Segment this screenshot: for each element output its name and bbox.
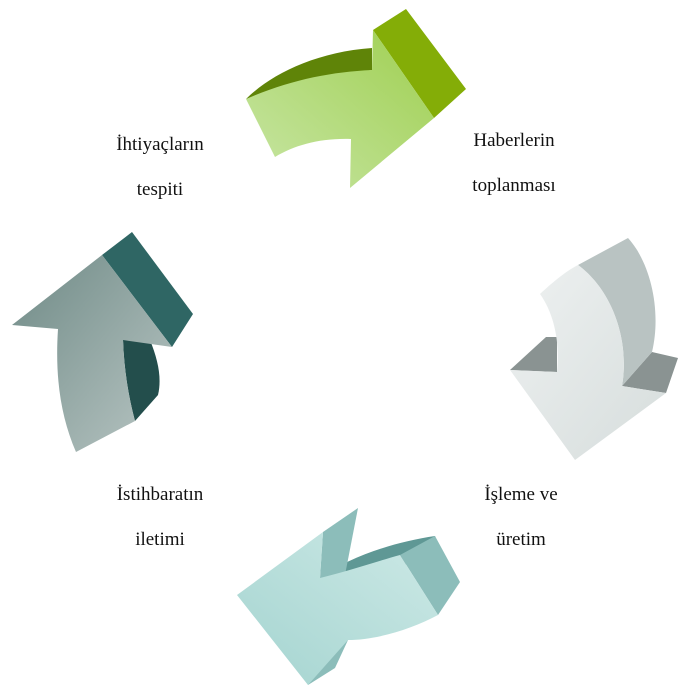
step-label-dissemination-line1: İstihbaratın (80, 472, 240, 517)
step-label-processing-line2: üretim (441, 517, 601, 562)
step-label-collection-line1: Haberlerin (434, 118, 594, 163)
step-label-dissemination: İstihbaratın iletimi (80, 472, 240, 562)
step-label-processing: İşleme ve üretim (441, 472, 601, 562)
step-label-needs-line1: İhtiyaçların (80, 122, 240, 167)
step-label-processing-line1: İşleme ve (441, 472, 601, 517)
arrow-4-darkteal (12, 232, 193, 452)
step-label-dissemination-line2: iletimi (80, 517, 240, 562)
step-label-needs: İhtiyaçların tespiti (80, 122, 240, 212)
step-label-needs-line2: tespiti (80, 167, 240, 212)
arrow-1-green (246, 9, 466, 188)
arrow-3-teal (237, 508, 460, 685)
arrow-2-left-flap (510, 337, 557, 372)
arrow-2-grey (510, 238, 678, 460)
step-label-collection: Haberlerin toplanması (434, 118, 594, 208)
step-label-collection-line2: toplanması (434, 163, 594, 208)
